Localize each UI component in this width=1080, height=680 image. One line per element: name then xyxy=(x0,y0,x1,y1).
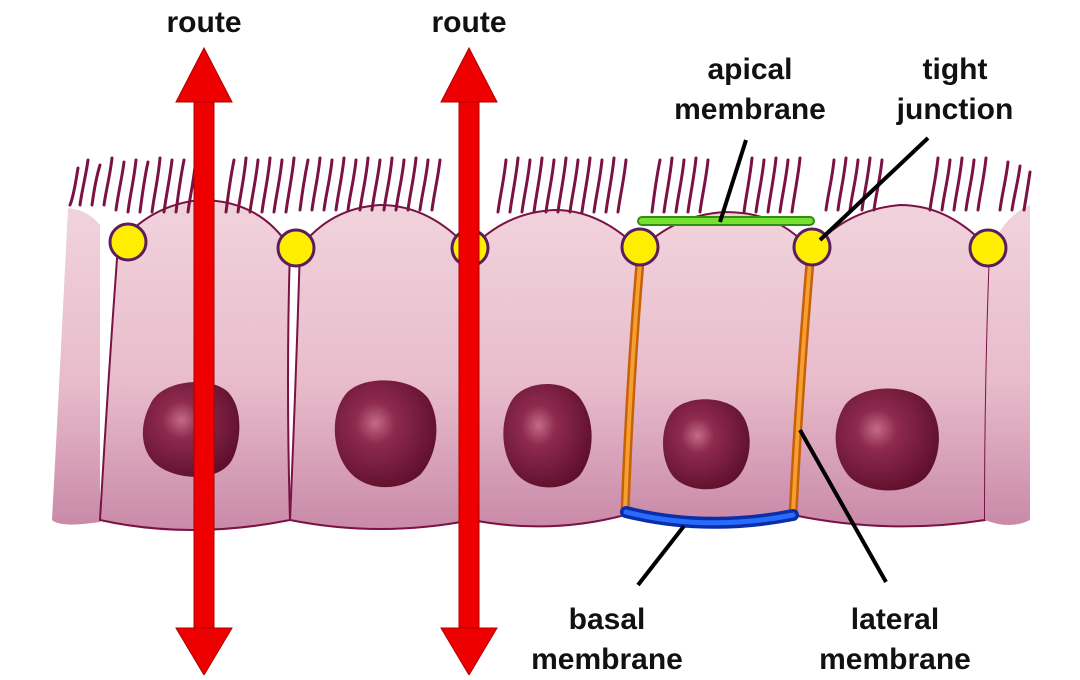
nucleus xyxy=(334,380,437,488)
apical-label-line1: apical xyxy=(707,53,793,86)
basal-membrane-label: basal membrane xyxy=(507,600,707,680)
leader-basal xyxy=(636,524,686,587)
microvilli xyxy=(68,156,1032,214)
apical-label-line2: membrane xyxy=(674,93,826,126)
tight-label-line1: tight xyxy=(922,53,988,86)
route-arrow-right xyxy=(440,46,498,676)
leader-tight xyxy=(818,136,930,242)
arrow-down-head-icon xyxy=(175,627,233,676)
route-label-right: route xyxy=(431,6,507,39)
arrow-shaft xyxy=(458,95,480,637)
nuclei xyxy=(142,380,939,491)
apical-membrane-label: apical membrane xyxy=(650,50,850,130)
lateral-membrane-right-highlight xyxy=(791,261,812,515)
basal-label-line2: membrane xyxy=(531,643,683,676)
tight-junction-icon xyxy=(108,222,148,262)
tight-junction-label: tight junction xyxy=(870,50,1040,130)
lateral-membrane-label: lateral membrane xyxy=(795,600,995,680)
cell-body xyxy=(52,208,100,525)
tight-junction-icon xyxy=(276,228,316,268)
leader-apical xyxy=(718,139,748,223)
basal-membrane-highlight xyxy=(623,509,796,526)
arrow-shaft xyxy=(193,95,215,637)
nucleus xyxy=(503,383,592,488)
arrow-up-head-icon xyxy=(175,46,233,103)
route-arrow-left xyxy=(175,46,233,676)
tight-junctions xyxy=(108,222,1008,268)
basal-label-line1: basal xyxy=(568,603,646,636)
tight-junction-icon xyxy=(968,228,1008,268)
leader-lateral xyxy=(798,429,888,583)
tight-label-line2: junction xyxy=(896,93,1014,126)
arrow-down-head-icon xyxy=(440,627,498,676)
lateral-label-line2: membrane xyxy=(819,643,971,676)
lateral-label-line1: lateral xyxy=(850,603,940,636)
lateral-membrane-left-highlight xyxy=(623,261,642,513)
tight-junction-icon xyxy=(620,227,660,267)
nucleus xyxy=(835,388,939,491)
nucleus xyxy=(142,382,240,477)
cell-body xyxy=(985,205,1030,525)
nucleus xyxy=(663,399,750,490)
route-label-left: route xyxy=(166,6,242,39)
arrow-up-head-icon xyxy=(440,46,498,103)
